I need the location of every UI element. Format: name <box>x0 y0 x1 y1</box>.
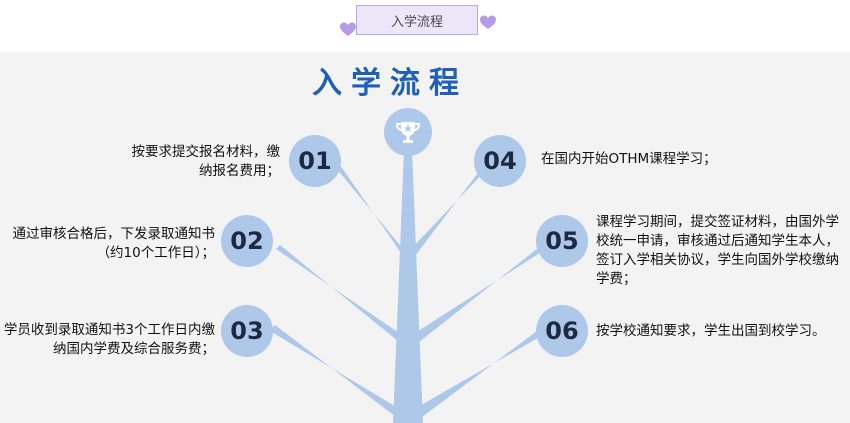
step-06-circle: 06 <box>536 305 588 357</box>
heart-icon <box>480 15 496 29</box>
header-label: 入学流程 <box>390 14 443 30</box>
step-04-circle: 04 <box>474 135 526 187</box>
step-03-text: 学员收到录取通知书3个工作日内缴纳国内学费及综合服务费； <box>3 322 215 357</box>
step-02-text: 通过审核合格后，下发录取通知书（约10个工作日）； <box>12 226 216 261</box>
step-04-text: 在国内开始OTHM课程学习； <box>541 151 717 167</box>
main-title: 入学流程 <box>312 66 468 101</box>
heart-icon <box>340 22 356 36</box>
step-05-text: 课程学习期间，提交签证材料，由国外学校统一申请，审核通过后通知学生本人，签订入学… <box>596 214 839 287</box>
step-03-circle: 03 <box>221 305 273 357</box>
step-05-circle: 05 <box>536 215 588 267</box>
step-06-text: 按学校通知要求，学生出国到校学习。 <box>596 323 826 339</box>
step-02-circle: 02 <box>221 215 273 267</box>
header-tab: 入学流程 <box>356 5 478 35</box>
trophy-icon <box>395 122 421 143</box>
step-01-circle: 01 <box>289 135 341 187</box>
trophy-badge <box>384 108 432 156</box>
step-01-text: 按要求提交报名材料，缴纳报名费用； <box>131 144 281 179</box>
